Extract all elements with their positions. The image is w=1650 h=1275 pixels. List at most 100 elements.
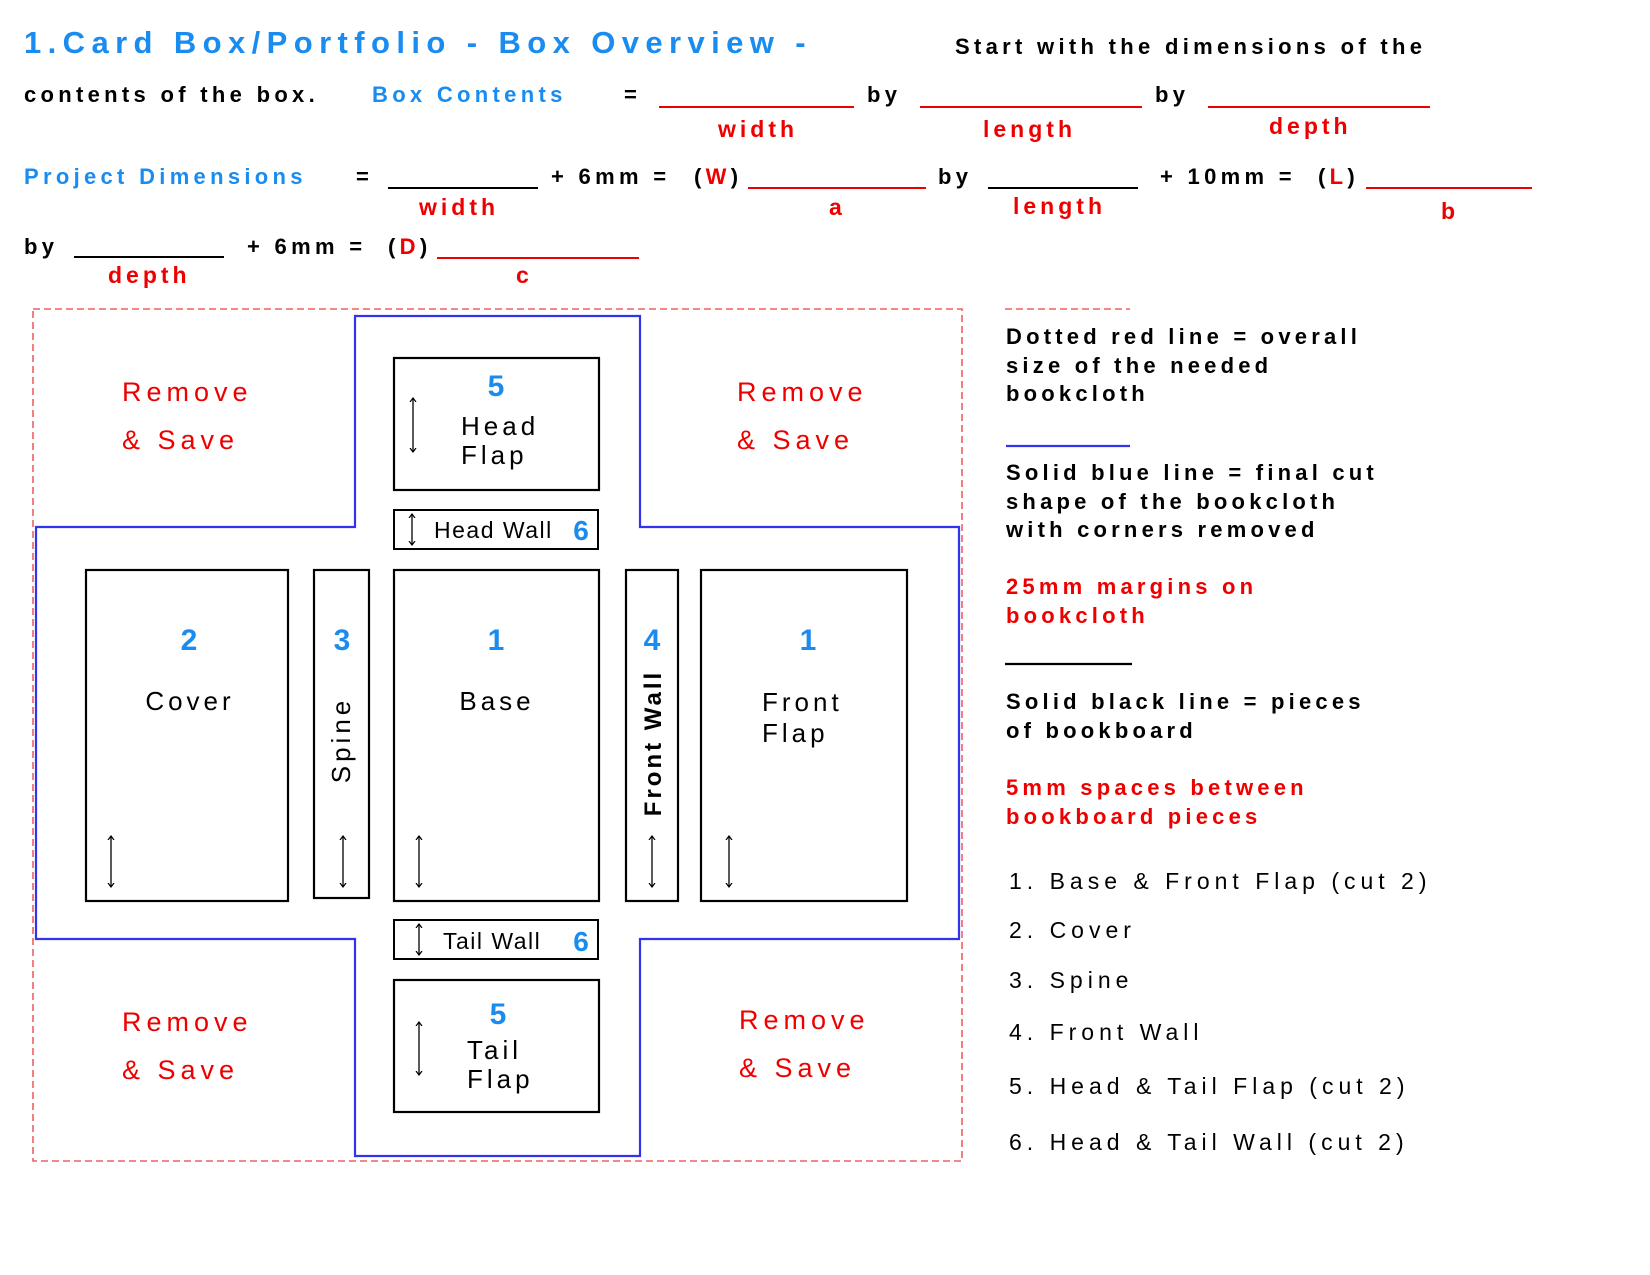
piece-number: 3 [334, 624, 351, 657]
legend-line: 5mm spaces between [1006, 775, 1308, 800]
by-text: by [867, 82, 902, 107]
piece-number: 6 [573, 515, 589, 546]
corner-top-left: Remove & Save [122, 377, 253, 455]
result-b-field[interactable] [1366, 187, 1532, 189]
parts-list-item: 3. Spine [1009, 967, 1134, 993]
corner-bottom-right: Remove & Save [739, 1005, 865, 1083]
piece-tail-wall: Tail Wall 6 [393, 919, 599, 960]
depth-addition: + 6mm = [247, 234, 367, 259]
piece-tail-flap: 5 Tail Flap [392, 978, 601, 1114]
piece-number: 5 [490, 998, 507, 1031]
project-width-label: width [419, 194, 500, 220]
piece-label: Cover [145, 686, 234, 716]
box-width-field[interactable] [659, 106, 854, 108]
box-contents-label: Box Contents [372, 82, 567, 107]
length-letter: (L) [1318, 164, 1360, 189]
legend-line: Dotted red line = overall [1006, 324, 1362, 349]
depth-letter: (D) [388, 234, 432, 259]
legend-line: of bookboard [1006, 718, 1197, 743]
length-addition: + 10mm = [1160, 164, 1296, 189]
box-depth-label: depth [1269, 113, 1352, 139]
piece-label: Flap [762, 718, 829, 748]
piece-label: Front Wall [640, 670, 667, 816]
corner-bottom-left: Remove & Save [122, 1007, 253, 1085]
parts-list-item: 1. Base & Front Flap (cut 2) [1009, 868, 1432, 894]
letter-d: D [399, 234, 420, 259]
legend-spaces: 5mm spaces between bookboard pieces [1006, 773, 1308, 832]
box-length-field[interactable] [920, 106, 1142, 108]
project-depth-field[interactable] [74, 256, 224, 258]
intro-text-line1: Start with the dimensions of the [955, 34, 1427, 59]
legend-solid-black: Solid black line = pieces of bookboard [1006, 687, 1365, 746]
page-title: 1.Card Box/Portfolio - Box Overview - [24, 25, 813, 60]
intro-text-line2: contents of the box. [24, 82, 319, 107]
project-width-field[interactable] [388, 187, 538, 189]
legend-line: size of the needed [1006, 353, 1273, 378]
width-addition: + 6mm = [551, 164, 671, 189]
legend-line: with corners removed [1006, 517, 1319, 542]
parts-list-item: 6. Head & Tail Wall (cut 2) [1009, 1129, 1409, 1155]
legend-line: bookcloth [1006, 381, 1149, 406]
piece-label: Tail [467, 1035, 522, 1065]
piece-base: 1 Base [392, 568, 601, 903]
legend-line: bookboard pieces [1006, 804, 1262, 829]
piece-label: Flap [461, 440, 528, 470]
result-a-label: a [829, 194, 846, 220]
piece-label: Head Wall [434, 517, 553, 543]
legend-dotted-red: Dotted red line = overall size of the ne… [1006, 322, 1361, 409]
project-length-field[interactable] [988, 187, 1138, 189]
piece-front-flap: 1 Front Flap [699, 568, 909, 903]
box-length-label: length [983, 116, 1076, 142]
parts-list-item: 2. Cover [1009, 917, 1136, 943]
piece-number: 6 [573, 926, 589, 957]
legend-margins: 25mm margins on bookcloth [1006, 572, 1257, 631]
save-label: & Save [737, 425, 854, 455]
piece-label: Base [459, 686, 534, 716]
legend-line: Solid blue line = final cut [1006, 460, 1378, 485]
piece-label: Tail Wall [443, 928, 541, 954]
width-letter: (W) [694, 164, 743, 189]
by-text: by [1155, 82, 1190, 107]
piece-label: Front [762, 687, 843, 717]
piece-number: 4 [644, 624, 661, 657]
piece-cover: 2 Cover [84, 568, 290, 903]
save-label: & Save [739, 1053, 856, 1083]
parts-list-item: 5. Head & Tail Flap (cut 2) [1009, 1073, 1410, 1099]
letter-l: L [1329, 164, 1348, 189]
remove-label: Remove [122, 377, 253, 407]
piece-head-wall: Head Wall 6 [393, 509, 599, 550]
by-text: by [24, 234, 59, 259]
legend-solid-blue: Solid blue line = final cut shape of the… [1006, 458, 1378, 545]
project-depth-label: depth [108, 262, 191, 288]
equals-sign: = [624, 82, 642, 107]
remove-label: Remove [122, 1007, 253, 1037]
corner-top-right: Remove & Save [737, 377, 868, 455]
legend-line: 25mm margins on [1006, 574, 1258, 599]
piece-front-wall: 4 Front Wall [624, 568, 680, 903]
result-c-field[interactable] [437, 257, 639, 259]
equals-sign: = [356, 164, 374, 189]
by-text: by [938, 164, 973, 189]
piece-number: 5 [488, 370, 505, 403]
final-cut-outline [34, 314, 961, 1158]
box-depth-field[interactable] [1208, 106, 1430, 108]
piece-label: Flap [467, 1064, 534, 1094]
legend-line: bookcloth [1006, 603, 1149, 628]
project-dimensions-label: Project Dimensions [24, 164, 307, 189]
piece-label: Head [461, 411, 539, 441]
bookcloth-outline [32, 308, 963, 1162]
piece-head-flap: 5 Head Flap [392, 356, 601, 492]
project-length-label: length [1013, 193, 1106, 219]
result-a-field[interactable] [748, 187, 926, 189]
legend-line: shape of the bookcloth [1006, 489, 1340, 514]
piece-label: Spine [326, 697, 356, 784]
result-b-label: b [1441, 198, 1460, 224]
remove-label: Remove [737, 377, 868, 407]
piece-number: 1 [488, 624, 505, 657]
box-width-label: width [718, 116, 799, 142]
result-c-label: c [516, 262, 533, 288]
piece-spine: 3 Spine [312, 568, 371, 900]
letter-w: W [705, 164, 731, 189]
save-label: & Save [122, 1055, 239, 1085]
